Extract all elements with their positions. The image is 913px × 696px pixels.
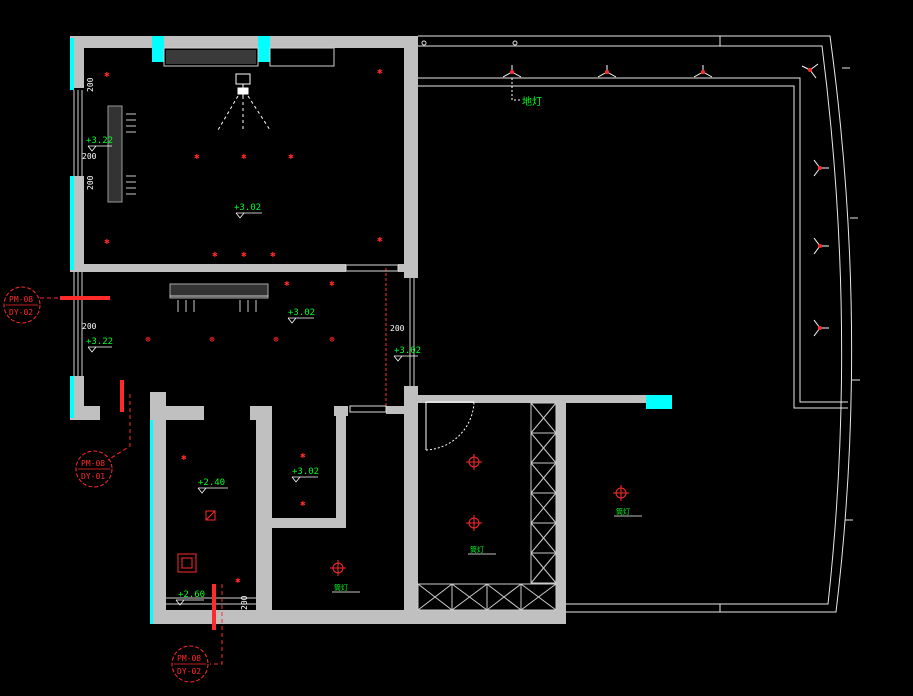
section-cut-markers	[60, 296, 216, 630]
callout-detail-ref: DY-02	[9, 308, 33, 317]
door-frame-top	[345, 264, 399, 272]
spotlight-label: 筒灯	[334, 583, 348, 592]
switch-symbols	[126, 113, 136, 195]
downlight-icon: ✱	[377, 235, 383, 245]
bath-heater-inner	[181, 557, 193, 569]
downlight-icon: ✱	[377, 67, 383, 77]
pendant-light	[217, 73, 271, 132]
downlight-icon: ⊛	[209, 335, 215, 345]
callout-sheet-ref: PM-08	[9, 295, 33, 304]
callout-circles	[3, 286, 209, 683]
elevation-label: +3.02	[234, 203, 261, 213]
cabinet-lines	[170, 295, 268, 312]
downlight-icon: ⊛	[273, 335, 279, 345]
curtain-track	[166, 50, 256, 64]
bed-headboard	[107, 105, 123, 203]
floor-light-leader	[511, 78, 520, 101]
elevation-label: +3.02	[288, 308, 315, 318]
downlight-icon: ✱	[181, 453, 187, 463]
terrace-outline	[418, 35, 860, 613]
dimension-label: 200	[86, 77, 95, 92]
windows	[73, 47, 415, 605]
downlight-icon: ✱	[241, 250, 247, 260]
terrace-bolt	[512, 40, 518, 46]
exhaust-fan-icon	[205, 510, 216, 521]
floor-lamp-dots	[510, 68, 822, 330]
spotlight-label: 筒灯	[470, 545, 484, 554]
callout-detail-ref: DY-02	[177, 667, 201, 676]
downlight-icon: ⊛	[329, 335, 335, 345]
downlight-icon: ✱	[104, 237, 110, 247]
callout-dividers	[6, 304, 206, 665]
downlights: ✱ ✱ ✱ ✱ ✱ ✱ ✱ ✱ ✱ ✱ ✱ ✱ ⊛ ⊛ ⊛ ⊛ ✱ ✱ ✱ ✱	[104, 67, 383, 586]
spotlight-icon	[613, 485, 629, 501]
dimension-label: 200	[240, 595, 249, 610]
bath-heater-icon	[177, 553, 197, 573]
spotlight-icon	[466, 515, 482, 531]
spotlight-icon	[330, 560, 346, 576]
glass-elements	[70, 36, 672, 624]
door-frame-bottom	[349, 405, 387, 413]
downlight-icon: ✱	[300, 499, 306, 509]
downlight-icon: ✱	[194, 152, 200, 162]
downlight-icon: ✱	[104, 70, 110, 80]
spotlight-label: 筒灯	[616, 507, 630, 516]
downlight-icon: ✱	[270, 250, 276, 260]
spotlights	[330, 454, 629, 576]
dimension-label: 200	[390, 324, 405, 333]
floor-lamp-symbols	[502, 63, 829, 337]
dimension-label: 200	[86, 175, 95, 190]
callout-sheet-ref: PM-08	[81, 459, 105, 468]
callout-detail-ref: DY-01	[81, 472, 105, 481]
spotlight-leaders	[332, 515, 642, 593]
elevation-label: +3.22	[86, 136, 113, 146]
downlight-icon: ✱	[212, 250, 218, 260]
downlight-icon: ✱	[284, 279, 290, 289]
callout-leaders	[40, 297, 223, 665]
elevation-label: +3.02	[292, 467, 319, 477]
walls	[70, 36, 646, 624]
floor-light-label: 地灯	[522, 95, 542, 108]
spotlight-icon	[466, 454, 482, 470]
wardrobe-cabinet	[417, 402, 557, 611]
downlight-icon: ✱	[288, 152, 294, 162]
dimension-label: 200	[82, 322, 97, 331]
corridor-cabinet	[169, 283, 269, 299]
elevation-label: +3.22	[86, 337, 113, 347]
downlight-icon: ✱	[300, 451, 306, 461]
downlight-icon: ✱	[241, 152, 247, 162]
downlight-icon: ✱	[235, 576, 241, 586]
exhaust-fan-diagonal	[205, 510, 216, 521]
elevation-label: +2.60	[178, 590, 205, 600]
elevation-label: +2.40	[198, 478, 225, 488]
downlight-icon: ✱	[329, 279, 335, 289]
elevation-label: +3.02	[394, 346, 421, 356]
callout-sheet-ref: PM-08	[177, 654, 201, 663]
downlight-icon: ⊛	[145, 335, 151, 345]
door-swing	[425, 401, 475, 451]
terrace-bolt	[421, 40, 427, 46]
dimension-label: 200	[82, 152, 97, 161]
elevation-markers	[87, 145, 418, 606]
